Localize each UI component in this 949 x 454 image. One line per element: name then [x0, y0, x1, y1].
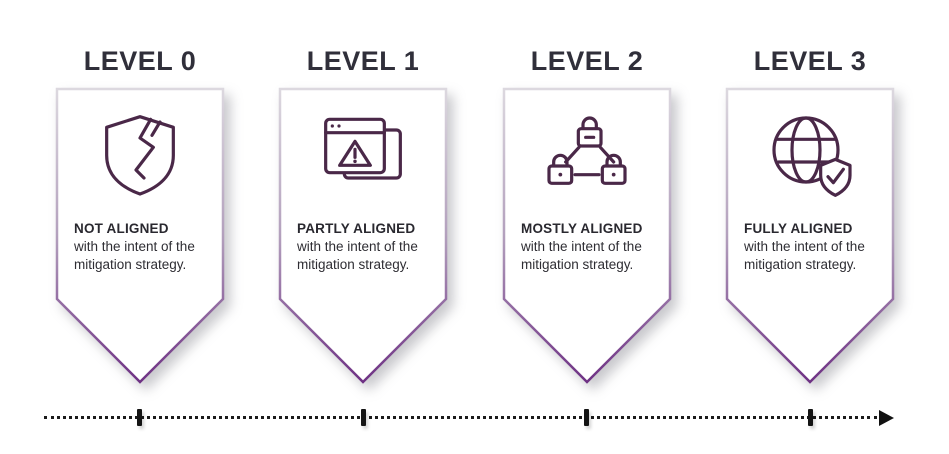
alignment-description: with the intent of the mitigation strate…: [744, 239, 865, 272]
globe-shield-check-icon: [744, 97, 876, 211]
timeline-tick-3: [808, 409, 813, 426]
warning-window-icon: [297, 97, 429, 211]
lock-network-icon: [521, 97, 653, 211]
timeline-axis: [0, 408, 949, 430]
pentagon-card-shape: [502, 87, 672, 384]
alignment-heading: FULLY ALIGNED: [744, 221, 853, 236]
warning-window-icon-svg: [324, 117, 402, 180]
level-column-3: LEVEL 3: [725, 46, 895, 385]
card-content: PARTLY ALIGNED with the intent of the mi…: [278, 87, 448, 274]
card-content: MOSTLY ALIGNED with the intent of the mi…: [502, 87, 672, 274]
card-content: NOT ALIGNED with the intent of the mitig…: [55, 87, 225, 274]
timeline-tick-1: [361, 409, 366, 426]
timeline-tick-0: [137, 409, 142, 426]
broken-shield-icon-svg: [105, 115, 175, 196]
level-card: PARTLY ALIGNED with the intent of the mi…: [278, 87, 448, 385]
level-column-0: LEVEL 0: [55, 46, 225, 385]
level-column-2: LEVEL 2: [502, 46, 672, 385]
level-title: LEVEL 3: [753, 46, 867, 76]
pentagon-card-shape: [55, 87, 225, 384]
timeline-tick-2: [584, 409, 589, 426]
pentagon-card-shape: [278, 87, 448, 384]
alignment-description: with the intent of the mitigation strate…: [521, 239, 642, 272]
globe-shield-check-icon-svg: [772, 116, 852, 197]
level-card: MOSTLY ALIGNED with the intent of the mi…: [502, 87, 672, 385]
broken-shield-icon: [74, 97, 206, 211]
level-card: NOT ALIGNED with the intent of the mitig…: [55, 87, 225, 385]
level-title: LEVEL 2: [530, 46, 644, 76]
level-title: LEVEL 0: [83, 46, 197, 76]
level-card: FULLY ALIGNED with the intent of the mit…: [725, 87, 895, 385]
alignment-heading: MOSTLY ALIGNED: [521, 221, 643, 236]
pentagon-card-shape: [725, 87, 895, 384]
timeline-dotted-line: [44, 416, 877, 419]
level-column-1: LEVEL 1: [278, 46, 448, 385]
timeline-arrow-icon: [879, 409, 894, 426]
alignment-heading: NOT ALIGNED: [74, 221, 169, 236]
alignment-description: with the intent of the mitigation strate…: [297, 239, 418, 272]
lock-network-icon-svg: [547, 116, 627, 185]
alignment-description: with the intent of the mitigation strate…: [74, 239, 195, 272]
card-content: FULLY ALIGNED with the intent of the mit…: [725, 87, 895, 274]
alignment-heading: PARTLY ALIGNED: [297, 221, 416, 236]
level-title: LEVEL 1: [306, 46, 420, 76]
